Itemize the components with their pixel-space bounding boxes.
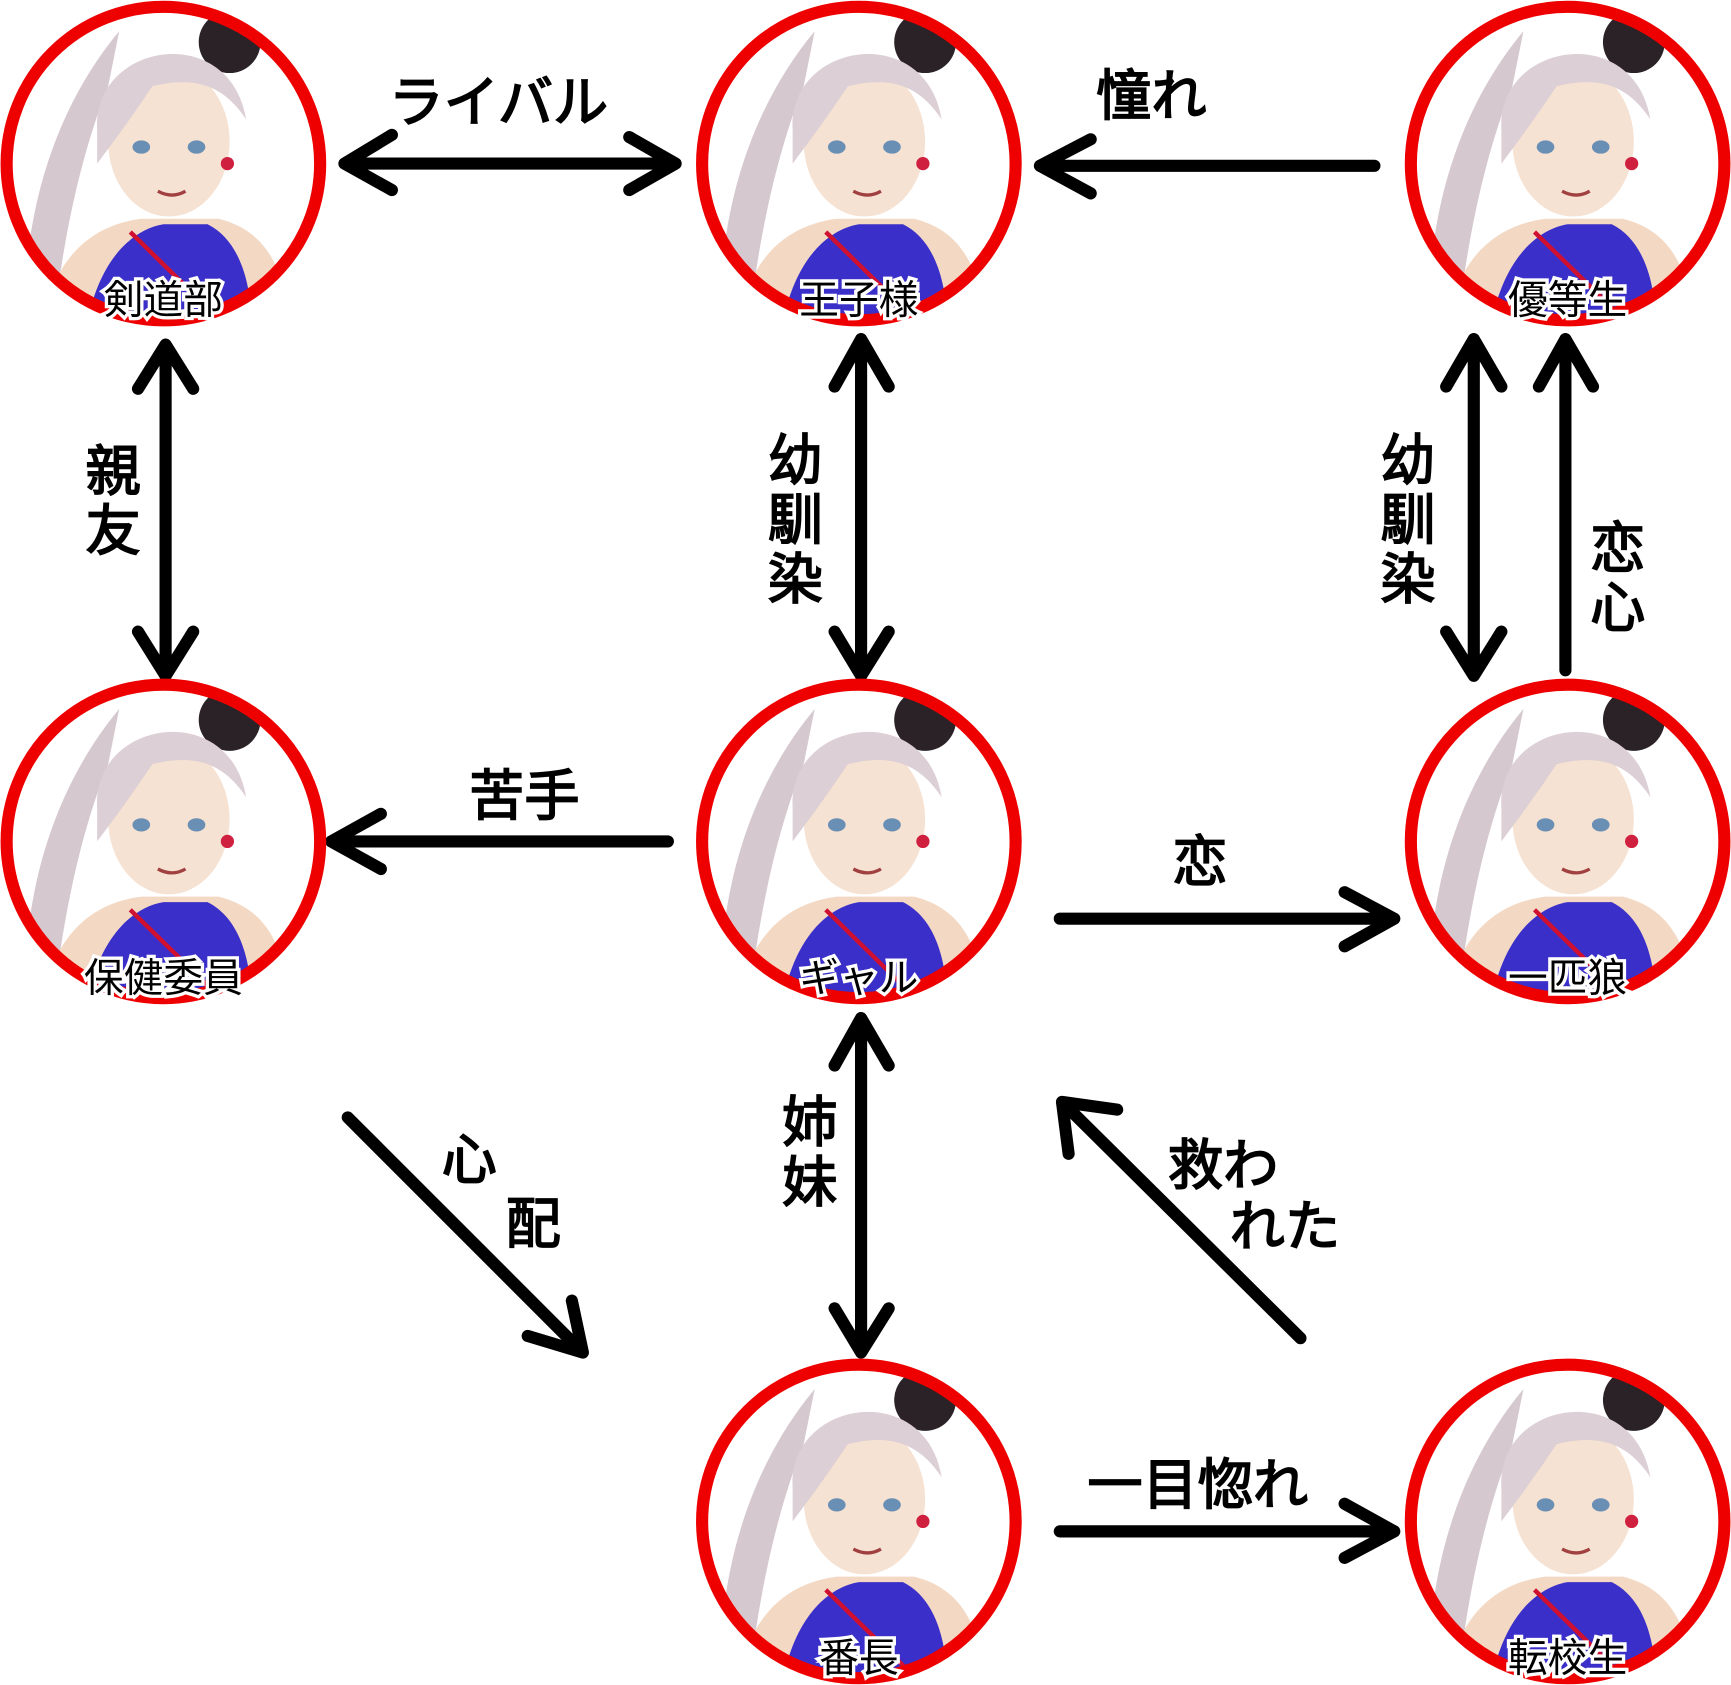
node-lone[interactable]: 一匹狼 [1402, 676, 1731, 1007]
edge-label-bestfriend: 親友 [75, 441, 141, 561]
node-nurse[interactable]: 保健委員 [0, 676, 329, 1007]
edge-dislike: 苦手 [325, 765, 674, 876]
edge-label-worry: 配 [506, 1193, 561, 1257]
node-ring [1404, 1358, 1731, 1685]
edge-label-childhood: 幼馴染 [757, 430, 823, 609]
node-ring [0, 678, 327, 1005]
node-ring [0, 0, 327, 327]
node-ring [1404, 0, 1731, 327]
node-ring [696, 1358, 1022, 1685]
edge-label-crush: 恋心 [1580, 519, 1645, 639]
node-ring [1404, 678, 1731, 1005]
edge-worry: 心 配 [341, 1111, 589, 1359]
node-transfer[interactable]: 転校生 [1402, 1356, 1731, 1685]
edge-label-childhood: 幼馴染 [1370, 430, 1436, 609]
edge-label-saved: 救わ [1168, 1135, 1278, 1199]
edge-bestfriend: 親友 [75, 338, 200, 682]
edge-label-worry: 心 [442, 1129, 497, 1193]
node-label: 保健委員 [84, 956, 243, 1002]
edge-label-saved: れた [1230, 1195, 1340, 1259]
edge-childhood-honor-lone: 幼馴染 [1370, 333, 1508, 682]
edge-firstsight: 一目惚れ [1053, 1454, 1401, 1564]
node-label: 一匹狼 [1508, 956, 1627, 1002]
node-honor[interactable]: 優等生 [1402, 0, 1731, 329]
edge-rival: ライバル [338, 72, 682, 197]
node-label: 王子様 [799, 278, 918, 324]
edge-label-rival: ライバル [389, 72, 609, 136]
edge-admire: 憧れ [1033, 65, 1381, 200]
node-label: 優等生 [1508, 278, 1627, 324]
edge-childhood-prince-gal: 幼馴染 [757, 333, 895, 682]
node-boss[interactable]: 番長 [693, 1356, 1024, 1685]
edge-label-admire: 憧れ [1096, 65, 1206, 129]
edge-saved: 救わ れた [1055, 1095, 1340, 1345]
node-kendo[interactable]: 剣道部 [0, 0, 329, 329]
edge-label-sisters: 姉妹 [772, 1093, 838, 1213]
edge-crush: 恋心 [1532, 333, 1645, 677]
edge-label-love: 恋 [1172, 831, 1227, 895]
node-label: 番長 [819, 1636, 898, 1682]
edge-label-dislike: 苦手 [469, 765, 579, 829]
edge-sisters: 姉妹 [772, 1011, 895, 1359]
edge-love: 恋 [1053, 831, 1401, 953]
node-ring [696, 0, 1022, 327]
node-label: 剣道部 [104, 278, 223, 324]
node-label: ギャル [799, 956, 918, 1002]
edge-label-firstsight: 一目惚れ [1087, 1454, 1308, 1518]
node-label: 転校生 [1508, 1636, 1627, 1682]
node-gal[interactable]: ギャル [693, 676, 1024, 1007]
node-ring [696, 678, 1022, 1005]
node-prince[interactable]: 王子様 [693, 0, 1024, 329]
